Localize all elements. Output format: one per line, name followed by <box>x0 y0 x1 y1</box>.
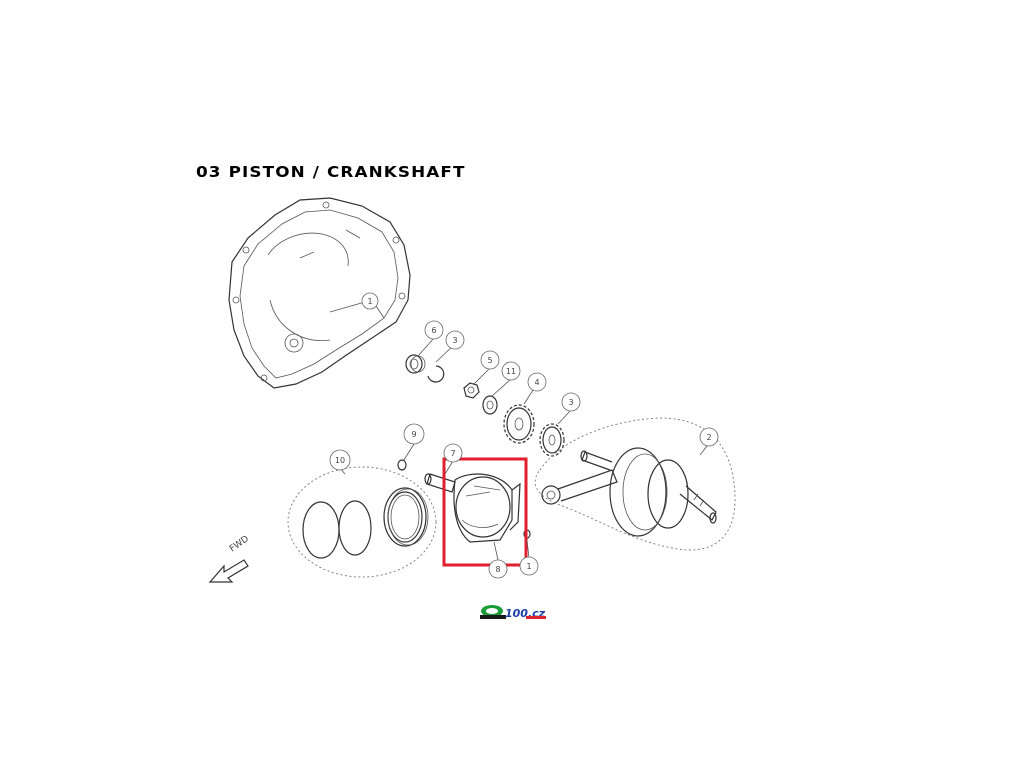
callout-number: 1 <box>367 297 372 306</box>
nut <box>463 382 480 399</box>
callout-number: 9 <box>411 430 416 439</box>
callout-number: 5 <box>487 356 492 365</box>
callout-number: 10 <box>335 456 345 465</box>
piston-pin <box>424 473 456 493</box>
brand-logo: 100.cz <box>480 605 546 620</box>
crank-gear <box>539 423 565 457</box>
callout-number: 3 <box>568 398 573 407</box>
timing-gear <box>503 404 535 444</box>
callout-9: 9 <box>403 423 425 445</box>
callout-2: 2 <box>699 427 719 447</box>
callout-8: 8 <box>488 559 508 579</box>
leader-lines <box>339 294 708 561</box>
callout-3: 3 <box>561 392 581 412</box>
callout-3-upper: 3 <box>445 330 465 350</box>
circlip <box>427 365 445 383</box>
callout-6: 6 <box>424 320 444 340</box>
callout-1: 1 <box>361 292 379 310</box>
fwd-arrow-icon: FWD <box>208 534 251 583</box>
callout-number: 4 <box>534 378 539 387</box>
oil-seal <box>405 354 426 374</box>
callout-1-lower: 1 <box>519 556 539 576</box>
piston-ring-set <box>287 466 437 578</box>
piston <box>453 473 531 543</box>
callout-number: 3 <box>452 336 457 345</box>
callout-number: 2 <box>706 433 711 442</box>
callout-number: 6 <box>431 326 436 335</box>
callout-number: 7 <box>450 449 455 458</box>
callout-number: 11 <box>506 367 516 376</box>
callout-7: 7 <box>443 443 463 463</box>
callout-number: 8 <box>495 565 500 574</box>
callout-4: 4 <box>527 372 547 392</box>
washer <box>482 395 498 415</box>
callout-5: 5 <box>480 350 500 370</box>
highlight-frame <box>442 457 528 567</box>
callout-number: 1 <box>526 562 531 571</box>
piston-pin-clip <box>397 459 407 471</box>
crankcase-cover <box>228 197 411 389</box>
fwd-label: FWD <box>228 534 251 554</box>
callout-10: 10 <box>329 449 351 471</box>
diagram-title: 03 PISTON / CRANKSHAFT <box>196 163 466 181</box>
crankshaft-assembly <box>534 417 736 551</box>
callout-11: 11 <box>501 361 521 381</box>
